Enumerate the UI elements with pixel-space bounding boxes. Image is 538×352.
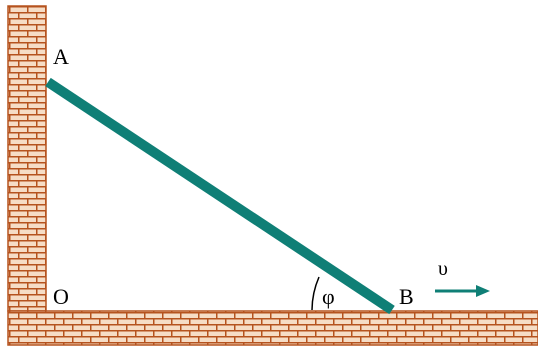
angle-arc [311, 276, 320, 311]
point-o-label: O [53, 284, 69, 309]
angle-phi-label: φ [322, 284, 335, 309]
right-arrow-icon [435, 285, 490, 297]
brick-wall [7, 5, 47, 312]
brick-floor [7, 310, 538, 346]
velocity-label: υ [438, 258, 448, 280]
rod-ab [45, 77, 395, 315]
point-a-label: A [53, 44, 69, 69]
point-b-label: B [399, 284, 414, 309]
